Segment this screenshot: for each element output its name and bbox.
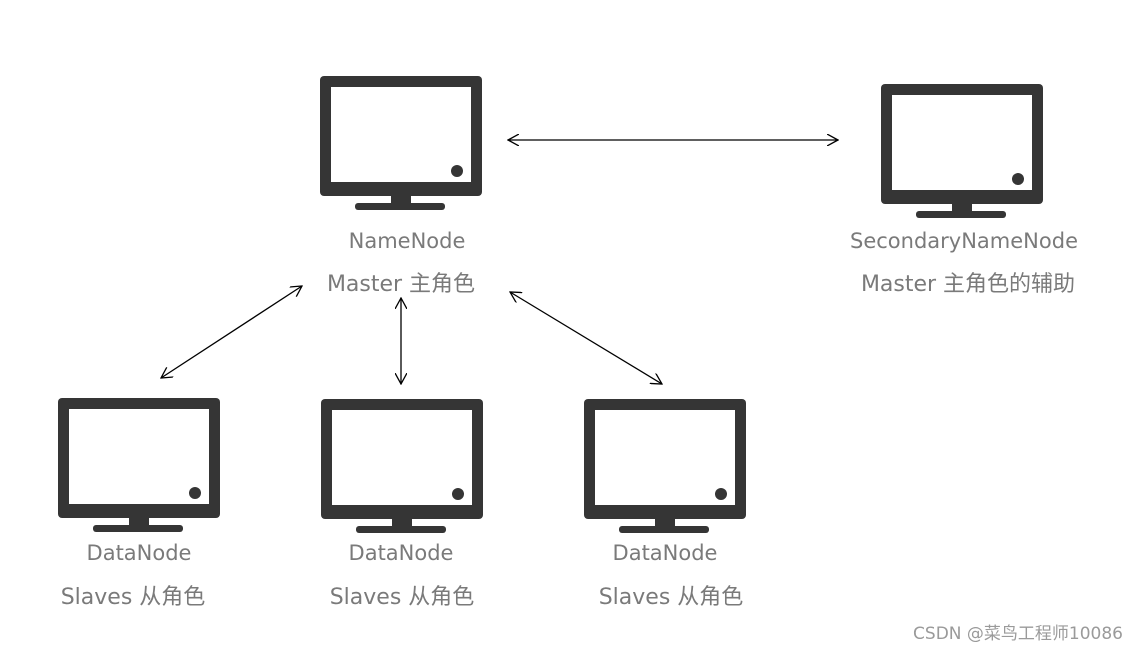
datanode1-name: DataNode [86,541,192,565]
namenode-monitor-icon [319,75,483,215]
datanode1-role: Slaves 从角色 [60,585,206,610]
datanode1-monitor-icon [57,397,221,537]
datanode2-name: DataNode [348,541,454,565]
datanode3-role: Slaves 从角色 [598,585,744,610]
datanode2-role: Slaves 从角色 [329,585,475,610]
watermark: CSDN @菜鸟工程师10086 [913,624,1123,644]
namenode-name: NameNode [348,229,466,253]
datanode2-monitor-icon [320,398,484,538]
datanode3-monitor-icon [583,398,747,538]
arrow-namenode-datanode3 [510,292,662,384]
secondary-namenode-name: SecondaryNameNode [850,229,1078,253]
namenode-role: Master 主角色 [326,272,476,297]
secondary-namenode-monitor-icon [880,83,1044,223]
secondary-namenode-role: Master 主角色的辅助 [860,272,1076,297]
arrow-namenode-datanode1 [161,286,302,378]
datanode3-name: DataNode [612,541,718,565]
